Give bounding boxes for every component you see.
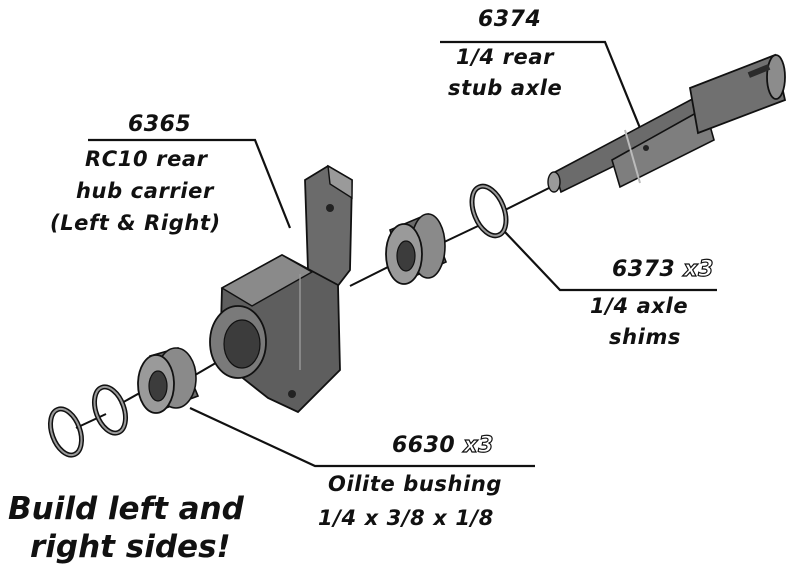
axle-shims-desc-line2: shims (609, 325, 682, 349)
stub-axle-desc-line1: 1/4 rear (456, 45, 555, 69)
axle-shims-desc-line1: 1/4 axle (590, 294, 689, 318)
build-note-line2: right sides! (30, 529, 231, 565)
leader-lines (88, 40, 717, 468)
stub-axle-part-number: 6374 (478, 7, 542, 32)
hub-carrier-desc-line3: (Left & Right) (50, 211, 221, 235)
leader-6373 (504, 231, 717, 292)
leader-6374 (440, 40, 642, 129)
hub-carrier-desc-line2: hub carrier (76, 179, 214, 203)
bushing-upper-part (385, 212, 448, 285)
bushing-quantity: x3 (463, 433, 494, 459)
stub-axle-part (547, 53, 787, 194)
leader-6365 (88, 138, 292, 229)
axle-shims-quantity: x3 (683, 257, 714, 283)
leader-6630 (189, 407, 535, 468)
axle-shim-lower-parts (47, 384, 129, 458)
stub-axle-desc-line2: stub axle (448, 76, 563, 100)
hub-carrier-part-number: 6365 (128, 112, 192, 137)
hub-carrier-desc-line1: RC10 rear (85, 147, 208, 171)
bushing-part-number: 6630 x3 (392, 433, 494, 459)
bushing-desc-line1: Oilite bushing (328, 472, 503, 496)
bushing-desc-line2: 1/4 x 3/8 x 1/8 (318, 506, 495, 530)
bushing-lower-part (137, 347, 200, 414)
hub-carrier-part (209, 164, 353, 414)
axle-shims-number: 6373 (612, 257, 676, 282)
axle-shim-upper-part (469, 183, 509, 239)
bushing-number: 6630 (392, 433, 456, 458)
axle-shims-part-number: 6373 x3 (612, 257, 714, 283)
build-note-line1: Build left and (8, 491, 244, 527)
